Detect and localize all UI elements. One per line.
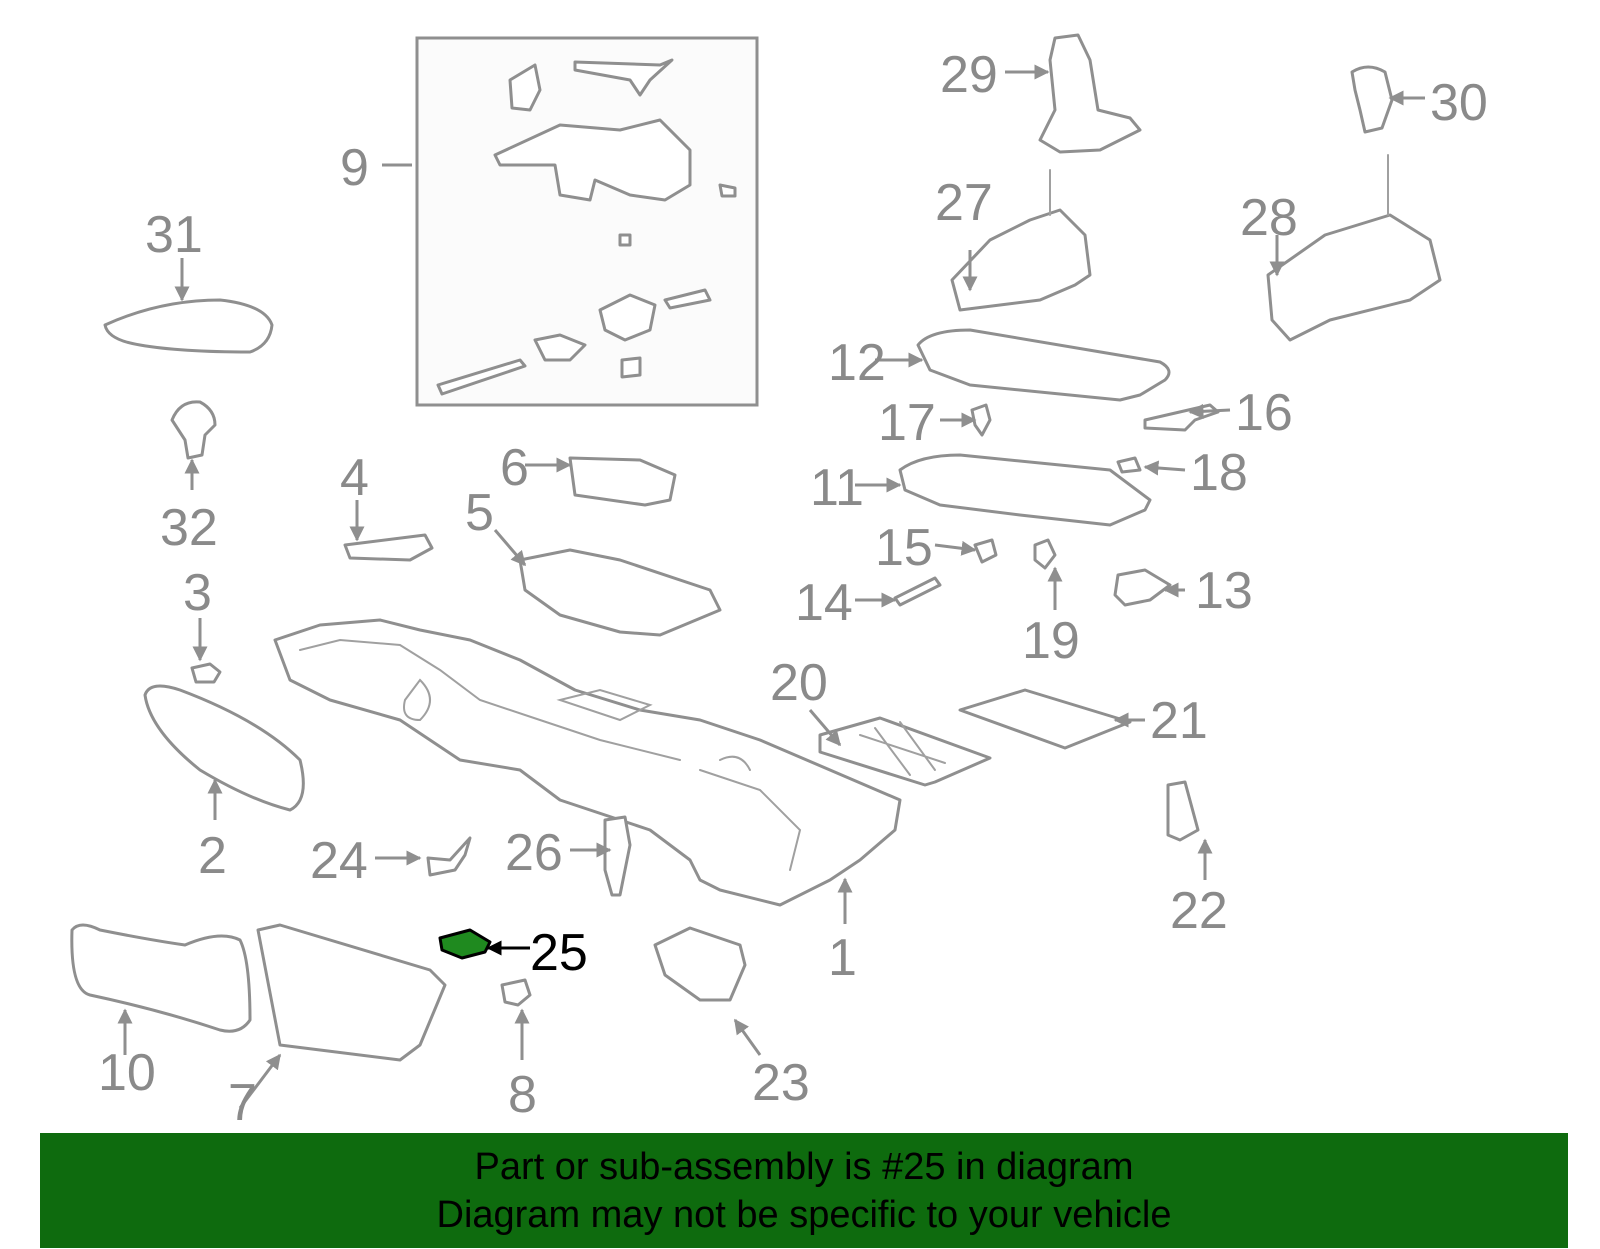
callout-18: 18 [1190, 444, 1248, 502]
part-22-bracket [1166, 780, 1200, 842]
callout-9: 9 [340, 139, 369, 197]
callout-12: 12 [828, 334, 886, 392]
part-8-clip [500, 978, 532, 1007]
part-18-clip [1116, 456, 1142, 474]
part-13-latch [1113, 568, 1172, 607]
part-6-ashtray [568, 456, 677, 507]
part-3-clip [190, 662, 222, 684]
callout-21: 21 [1150, 692, 1208, 750]
callout-31: 31 [145, 206, 203, 264]
callout-29: 29 [940, 46, 998, 104]
callout-19: 19 [1022, 612, 1080, 670]
part-27-shifter [950, 208, 1092, 312]
callout-17: 17 [878, 394, 936, 452]
part-5-tray [518, 548, 722, 637]
part-32-knob [170, 400, 217, 460]
callout-1: 1 [828, 929, 857, 987]
part-21-pad [958, 688, 1132, 750]
callout-13: 13 [1195, 562, 1253, 620]
part-20-mat [818, 716, 992, 787]
part-16-bracket [1143, 403, 1220, 432]
part-28-shifter [1266, 213, 1442, 342]
callout-23: 23 [752, 1054, 810, 1112]
banner-line-2: Diagram may not be specific to your vehi… [436, 1194, 1172, 1236]
part-19-clip [1033, 538, 1057, 570]
callout-10: 10 [98, 1044, 156, 1102]
part-12-armrest-lid [916, 328, 1171, 402]
part-25-highlighted [438, 928, 492, 960]
callout-16: 16 [1235, 384, 1293, 442]
part-11-lid-base [898, 453, 1152, 527]
info-banner: Part or sub-assembly is #25 in diagram D… [40, 1133, 1568, 1248]
callout-4: 4 [340, 449, 369, 507]
part-26-knob [603, 815, 632, 897]
callout-27: 27 [935, 174, 993, 232]
part-10-trim-panel [70, 923, 252, 1033]
callout-32: 32 [160, 499, 218, 557]
leader-lines [117, 64, 1425, 1109]
callout-8: 8 [508, 1066, 537, 1124]
part-24-bracket [426, 836, 472, 877]
part-7-trim-panel [256, 923, 447, 1062]
part-4-cover [343, 533, 434, 562]
callout-11: 11 [810, 459, 864, 517]
subassembly-9-box [415, 36, 759, 407]
part-1-console [273, 618, 902, 907]
callout-6: 6 [500, 439, 529, 497]
callout-20: 20 [770, 654, 828, 712]
callout-28: 28 [1240, 189, 1298, 247]
part-29-shift-knob [1038, 33, 1142, 154]
callout-24: 24 [310, 832, 368, 890]
callout-15: 15 [875, 519, 933, 577]
callout-25-highlighted: 25 [530, 924, 588, 982]
banner-line-1: Part or sub-assembly is #25 in diagram [474, 1146, 1134, 1188]
callout-7: 7 [228, 1074, 257, 1132]
part-2-side-panel [143, 684, 305, 812]
callout-22: 22 [1170, 882, 1228, 940]
part-31-cover [103, 298, 274, 354]
part-30-shift-knob [1350, 65, 1394, 134]
part-15-screw [973, 538, 998, 564]
callout-14: 14 [795, 574, 853, 632]
callout-3: 3 [183, 564, 212, 622]
callout-5: 5 [465, 484, 494, 542]
callout-2: 2 [198, 827, 227, 885]
callout-labels: 1 2 3 4 5 6 7 8 9 10 11 12 13 14 15 16 1… [98, 46, 1488, 1132]
part-23-bracket [653, 926, 747, 1002]
part-14-pin [893, 576, 942, 607]
callout-30: 30 [1430, 74, 1488, 132]
callout-26: 26 [505, 824, 563, 882]
